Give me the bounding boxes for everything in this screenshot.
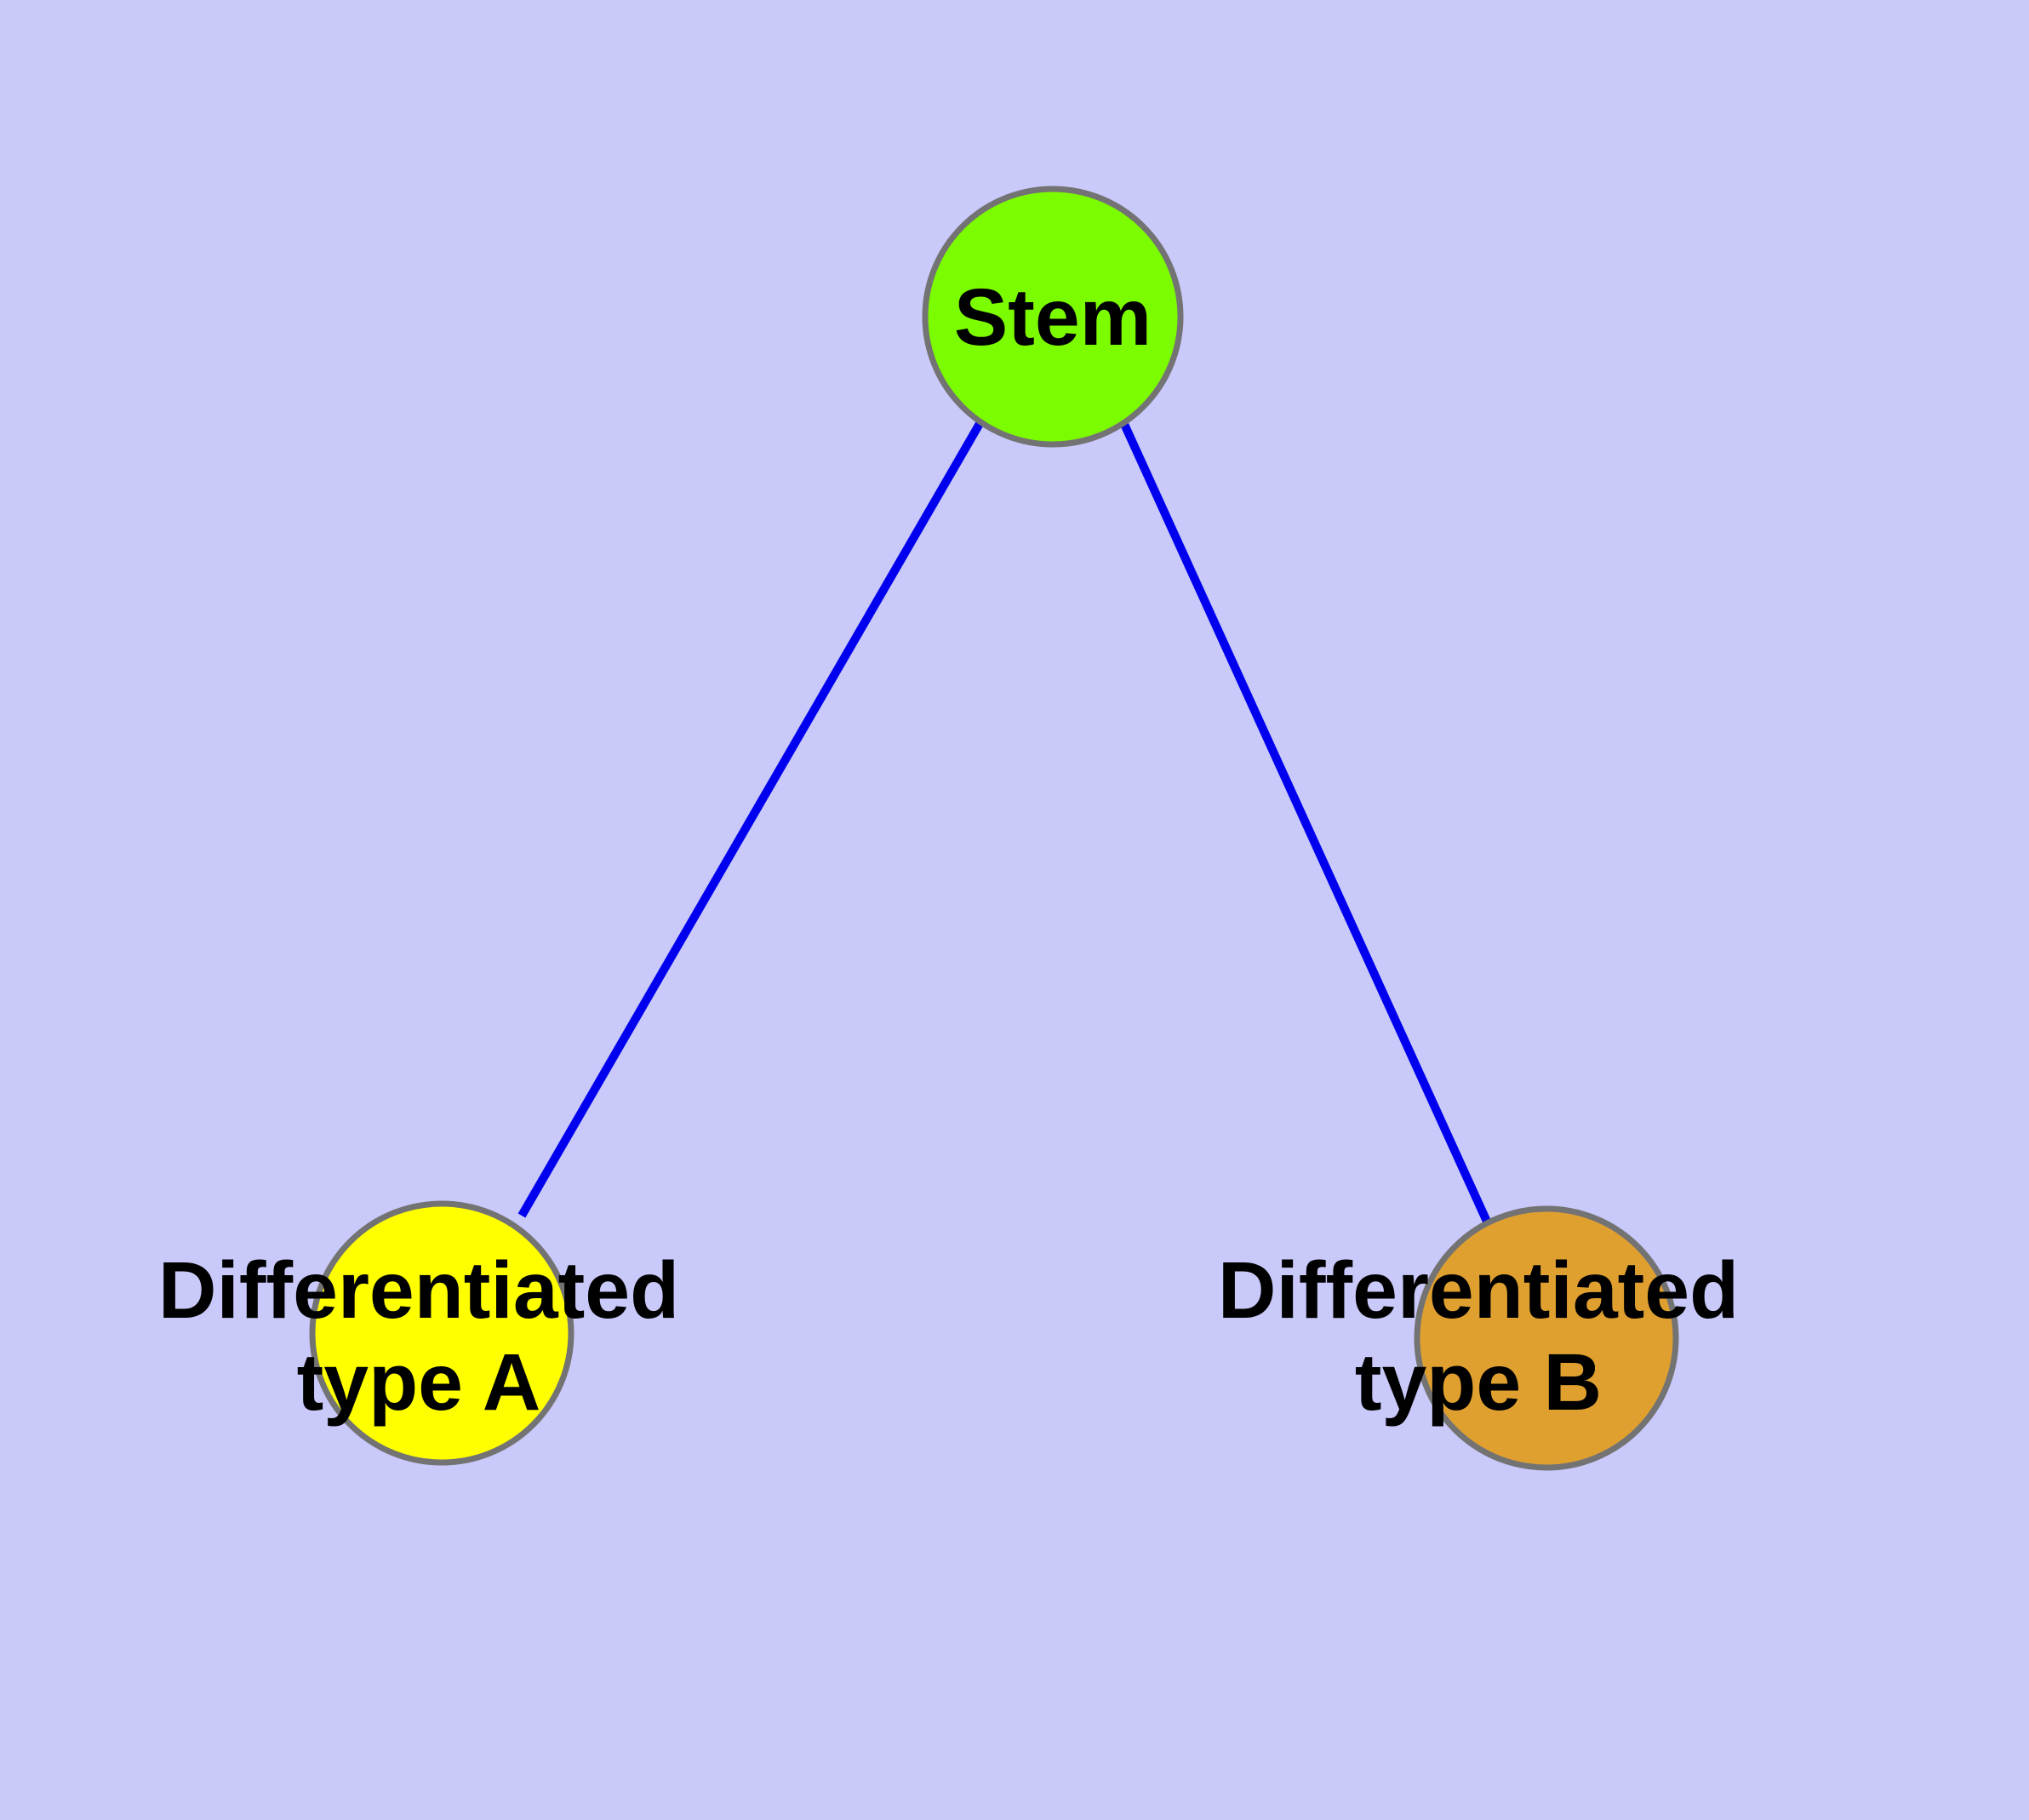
node-label-line: type B	[1355, 1337, 1602, 1428]
node-label-line: type A	[297, 1337, 541, 1428]
node-label-line: Differentiated	[1218, 1245, 1739, 1336]
node-stem[interactable]	[922, 186, 1184, 448]
node-layer	[309, 186, 1679, 1471]
node-label-line: Differentiated	[158, 1245, 679, 1336]
node-diff_a[interactable]	[309, 1200, 574, 1466]
node-label-line: Stem	[954, 272, 1152, 363]
edge-stem-to-b[interactable]	[1119, 420, 1492, 1226]
edge-stem-to-a[interactable]	[517, 420, 985, 1218]
node-diff_b[interactable]	[1414, 1205, 1679, 1471]
node-label-stem: Stem	[954, 272, 1152, 363]
edge-layer	[517, 420, 1492, 1226]
